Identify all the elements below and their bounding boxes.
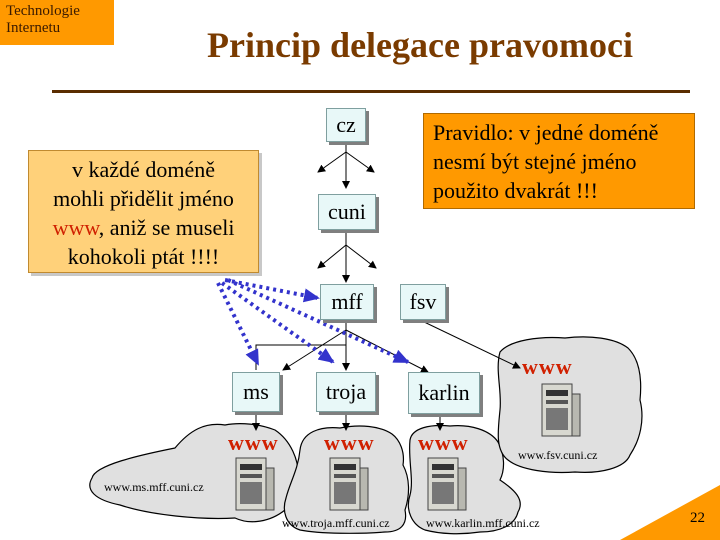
node-fsv: fsv: [400, 284, 446, 320]
callout-left-www: www: [52, 215, 99, 240]
connector-fsv-www: [419, 319, 521, 369]
server-icon-troja: [329, 457, 369, 511]
course-badge-line1: Technologie: [6, 3, 80, 19]
dotted-arrow-ms: [216, 282, 260, 366]
dotted-arrow-troja: [220, 281, 335, 364]
callout-left-line4: kohokoli ptát !!!!: [67, 244, 220, 269]
node-cuni: cuni: [318, 194, 376, 230]
www-label-ms: www: [228, 430, 279, 455]
callout-rule-line2: nesmí být stejné jméno: [433, 149, 637, 174]
callout-rule: Pravidlo: v jedné doméně nesmí být stejn…: [423, 113, 695, 209]
page-corner-triangle: [620, 485, 720, 540]
hostname-ms: www.ms.mff.cuni.cz: [104, 480, 204, 494]
hostname-karlin: www.karlin.mff.cuni.cz: [426, 516, 540, 530]
callout-rule-line3: použito dvakrát !!!: [433, 178, 598, 203]
title-underline: [52, 90, 690, 93]
node-cz: cz: [326, 108, 366, 142]
course-badge: Technologie Internetu: [0, 0, 114, 45]
server-icon-fsv: [541, 383, 581, 437]
callout-left-line3: www, aniž se museli: [29, 213, 258, 242]
callout-left-line2: mohli přidělit jméno: [53, 186, 234, 211]
www-label-troja: www: [324, 430, 375, 455]
hostname-fsv: www.fsv.cuni.cz: [518, 448, 598, 462]
callout-rule-line1: Pravidlo: v jedné doméně: [433, 120, 659, 145]
callout-left-line1: v každé doméně: [72, 157, 215, 182]
dotted-arrow-mff: [224, 278, 320, 303]
www-label-karlin: www: [418, 430, 469, 455]
server-icon-ms: [235, 457, 275, 511]
node-troja: troja: [316, 372, 376, 412]
node-mff: mff: [320, 284, 374, 320]
course-badge-line2: Internetu: [6, 20, 61, 36]
connector-mff-karlin: [345, 329, 429, 373]
callout-left: v každé doméně mohli přidělit jméno www,…: [28, 150, 259, 273]
dotted-arrow-karlin: [227, 278, 410, 364]
slide-title: Princip delegace pravomoci: [207, 25, 633, 65]
node-ms: ms: [232, 372, 280, 412]
callout-left-line3-rest: , aniž se museli: [98, 215, 235, 240]
server-icon-karlin: [427, 457, 467, 511]
hostname-troja: www.troja.mff.cuni.cz: [282, 516, 390, 530]
page-number: 22: [690, 510, 705, 526]
node-karlin: karlin: [408, 372, 480, 414]
www-label-fsv: www: [522, 354, 573, 379]
